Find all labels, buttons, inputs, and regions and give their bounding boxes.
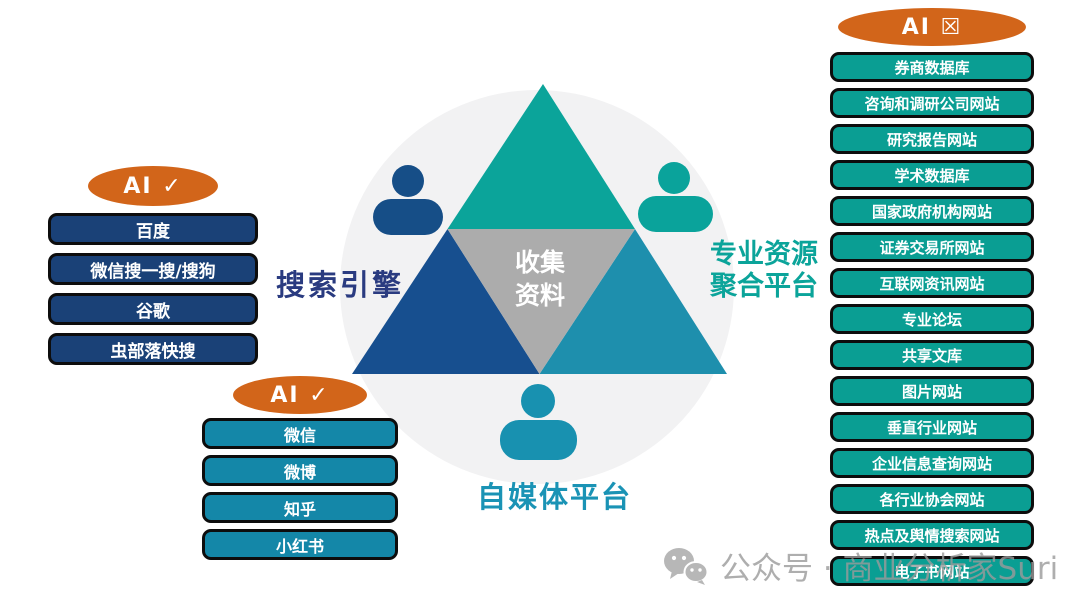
professional-resource-item: 证券交易所网站 <box>830 232 1034 262</box>
label-professional-line1: 专业资源 <box>710 239 818 270</box>
self-media-list: 微信 微博 知乎 小红书 <box>202 418 398 560</box>
professional-resources-column: AI ☒ 券商数据库 咨询和调研公司网站 研究报告网站 学术数据库 国家政府机构… <box>830 8 1034 592</box>
triangle-top-segment <box>447 84 635 229</box>
professional-resource-item: 图片网站 <box>830 376 1034 406</box>
person-icon-professional <box>638 162 713 232</box>
self-media-item: 微博 <box>202 455 398 486</box>
professional-resource-item: 专业论坛 <box>830 304 1034 334</box>
search-engine-item: 虫部落快搜 <box>48 333 258 365</box>
label-self-media: 自媒体平台 <box>477 480 633 514</box>
triangle-center-segment <box>447 229 635 374</box>
professional-resource-item: 国家政府机构网站 <box>830 196 1034 226</box>
person-icon-search <box>373 165 443 235</box>
center-label-line2: 资料 <box>514 280 565 310</box>
professional-resource-item: 咨询和调研公司网站 <box>830 88 1034 118</box>
professional-resource-item: 垂直行业网站 <box>830 412 1034 442</box>
watermark: 公众号 · 商业分析家Suri <box>662 543 1058 588</box>
label-professional-line2: 聚合平台 <box>710 270 818 302</box>
professional-resource-item: 热点及舆情搜索网站 <box>830 520 1034 550</box>
professional-resource-item: 研究报告网站 <box>830 124 1034 154</box>
ai-cross-badge-professional: AI ☒ <box>838 8 1026 46</box>
wechat-chat-bubbles-icon <box>664 547 709 585</box>
ai-check-badge-search: AI ✓ <box>88 166 218 206</box>
professional-resource-item: 券商数据库 <box>830 52 1034 82</box>
self-media-item: 微信 <box>202 418 398 449</box>
professional-resource-item: 企业信息查询网站 <box>830 448 1034 478</box>
label-professional-platforms: 专业资源 聚合平台 <box>696 239 832 303</box>
self-media-item: 小红书 <box>202 529 398 560</box>
professional-resource-item: 共享文库 <box>830 340 1034 370</box>
ai-check-badge-self-media: AI ✓ <box>233 376 367 414</box>
self-media-column: AI ✓ 微信 微博 知乎 小红书 <box>202 376 398 566</box>
center-label-line1: 收集 <box>514 248 565 277</box>
center-triangle-label: 收集 资料 <box>465 247 615 312</box>
search-engine-item: 谷歌 <box>48 293 258 325</box>
search-engine-item: 微信搜一搜/搜狗 <box>48 253 258 285</box>
search-engine-item: 百度 <box>48 213 258 245</box>
triangle-right-segment <box>539 229 727 374</box>
triangle-left-segment <box>352 229 540 374</box>
professional-resources-list: 券商数据库 咨询和调研公司网站 研究报告网站 学术数据库 国家政府机构网站 证券… <box>830 52 1034 586</box>
search-engines-list: 百度 微信搜一搜/搜狗 谷歌 虫部落快搜 <box>48 213 258 365</box>
search-engines-column: AI ✓ 百度 微信搜一搜/搜狗 谷歌 虫部落快搜 <box>48 166 258 373</box>
label-search-engines: 搜索引擎 <box>276 268 405 302</box>
watermark-text: 公众号 · 商业分析家Suri <box>720 551 1059 587</box>
person-icon-self-media <box>500 384 577 460</box>
professional-resource-item: 学术数据库 <box>830 160 1034 190</box>
professional-resource-item: 互联网资讯网站 <box>830 268 1034 298</box>
professional-resource-item: 电子书网站 <box>830 556 1034 586</box>
professional-resource-item: 各行业协会网站 <box>830 484 1034 514</box>
self-media-item: 知乎 <box>202 492 398 523</box>
